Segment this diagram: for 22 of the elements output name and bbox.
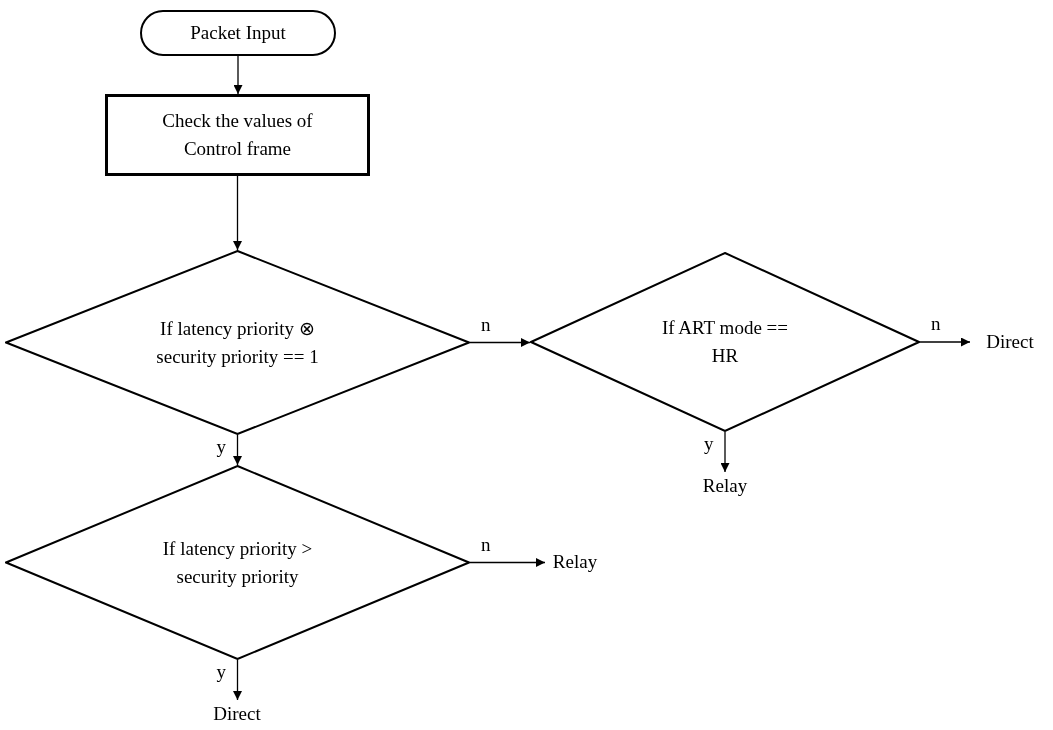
outcome-text: Relay — [695, 472, 755, 500]
outcome-text: Relay — [545, 548, 605, 576]
decision-diamond — [5, 465, 470, 660]
decision-diamond — [530, 252, 920, 432]
node-label: Packet Input — [190, 21, 286, 46]
arrow — [233, 175, 242, 251]
node-label: If latency priority > security priority — [161, 536, 314, 589]
arrow — [469, 558, 546, 567]
decision-diamond — [5, 250, 470, 435]
arrow — [233, 659, 242, 701]
arrow — [720, 431, 730, 473]
node-label: If ART mode == HR — [661, 316, 789, 368]
process-box — [105, 94, 370, 176]
arrow — [919, 337, 971, 347]
arrow — [233, 55, 243, 95]
arrow — [233, 434, 242, 466]
terminal-node — [140, 10, 336, 56]
outcome-text: Direct — [205, 700, 269, 728]
outcome-text: Direct — [970, 328, 1050, 356]
node-label: If latency priority ⊗ security priority == 1 — [155, 316, 320, 369]
arrow — [469, 338, 531, 347]
node-label: Check the values of Control frame — [161, 109, 314, 161]
